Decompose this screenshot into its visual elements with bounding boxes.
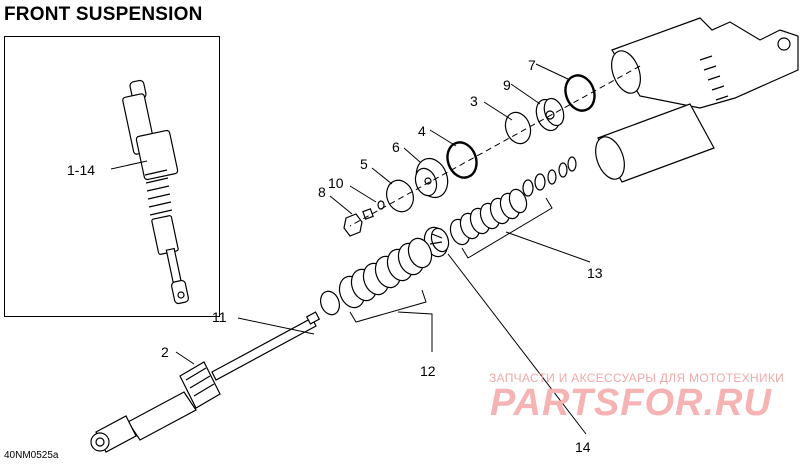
figure-code: 40NM0525a — [4, 450, 59, 461]
callout-5: 5 — [360, 156, 368, 172]
callout-8: 8 — [318, 184, 326, 200]
watermark-tagline: ЗАПЧАСТИ И АКСЕССУАРЫ ДЛЯ МОТОТЕХНИКИ — [489, 371, 785, 385]
shaft-tip — [305, 311, 321, 325]
leader-5 — [371, 167, 393, 185]
upper-body-assembly — [595, 17, 799, 183]
callout-2: 2 — [161, 344, 169, 360]
upper-body-outline — [611, 17, 799, 109]
inset-label: 1-14 — [67, 162, 95, 178]
inset-shock-drawing: 1-14 — [67, 79, 189, 305]
callout-9: 9 — [503, 77, 511, 93]
inset-bottom-eye-hole — [177, 291, 185, 299]
leader-13-bracket — [461, 197, 591, 263]
upper-body-threads — [699, 55, 729, 101]
callout-10: 10 — [328, 175, 344, 191]
callout-11: 11 — [212, 309, 227, 325]
leader-3 — [483, 101, 513, 121]
diagram-title: FRONT SUSPENSION — [4, 4, 203, 25]
part-2-body-nut — [179, 361, 221, 409]
leader-14 — [447, 253, 587, 435]
part-3-washer — [504, 111, 532, 145]
leader-8 — [329, 195, 353, 215]
inset-body — [135, 129, 179, 181]
part-6-cap — [414, 157, 449, 199]
part-11-shaft — [211, 317, 317, 381]
leader-10 — [349, 185, 377, 203]
part-9-seal-head — [535, 97, 565, 132]
watermark-brand-logo: PARTSFOR.RU — [490, 382, 772, 424]
inset-leader-line — [110, 160, 148, 170]
leader-12-bracket — [349, 289, 433, 352]
leader-6 — [403, 147, 421, 163]
leader-9 — [510, 83, 541, 105]
lower-eye-assembly — [90, 391, 197, 453]
callout-14: 14 — [575, 439, 591, 455]
callout-4: 4 — [418, 123, 426, 139]
part-13-spring — [449, 188, 528, 246]
callout-13: 13 — [587, 265, 603, 281]
part-7-o-ring — [564, 74, 596, 112]
spring-washer — [319, 290, 341, 316]
leader-2 — [175, 351, 195, 365]
leader-4 — [429, 129, 457, 147]
part-5-washer — [386, 179, 414, 213]
inset-assembled-shock: 1-14 — [4, 36, 220, 317]
leader-11 — [237, 317, 315, 335]
callout-3: 3 — [470, 93, 478, 109]
upper-body-mount — [777, 37, 791, 51]
axis-dashed-line — [349, 65, 641, 227]
callout-6: 6 — [392, 139, 400, 155]
lower-tube-opening — [595, 136, 625, 180]
part-4-o-ring — [446, 141, 478, 179]
shim-stack — [522, 156, 577, 197]
part-12-spring — [338, 237, 433, 309]
part-8-nut — [343, 208, 374, 237]
callout-7: 7 — [528, 57, 536, 73]
callout-12: 12 — [420, 363, 436, 379]
leader-7 — [535, 63, 571, 81]
inset-spring — [144, 169, 173, 216]
